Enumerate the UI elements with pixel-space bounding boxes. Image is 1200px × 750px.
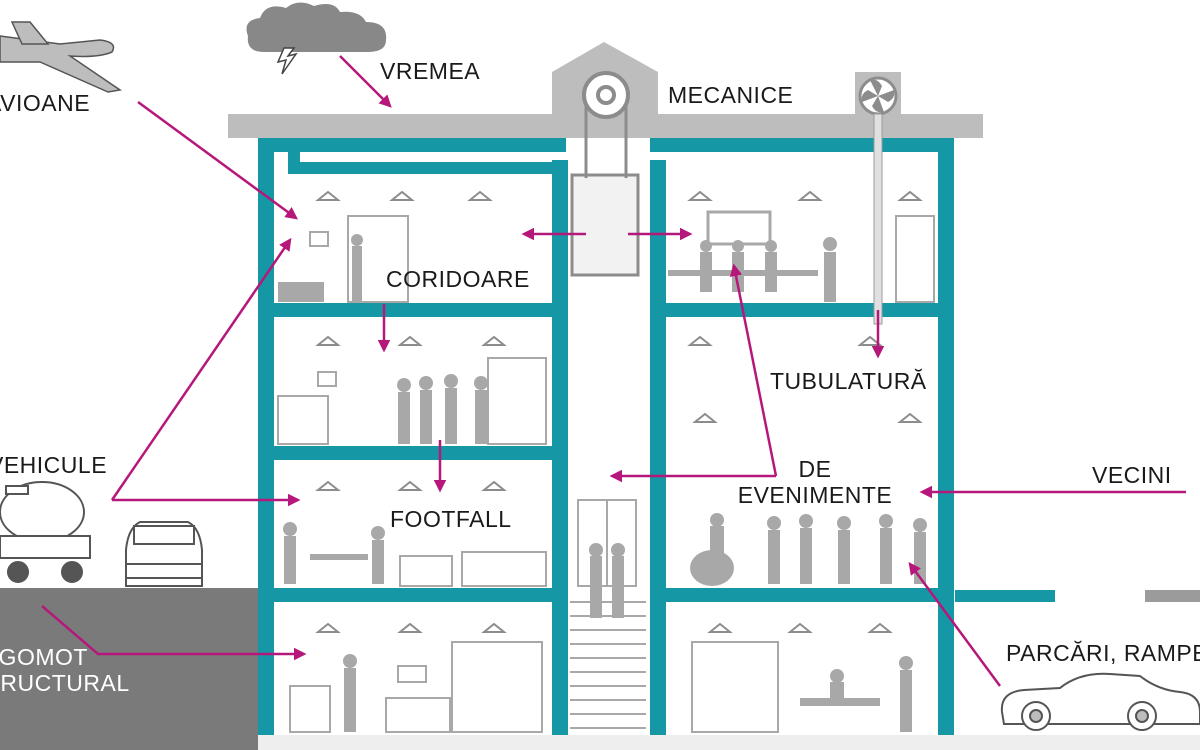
label-avioane: AVIOANE: [0, 90, 91, 116]
pickup-icon: [125, 521, 203, 587]
noise-path-arrows: [41, 55, 1186, 687]
arrow-de-events-up: [729, 263, 778, 477]
arrow-vremea: [339, 55, 392, 108]
arrow-parcari: [908, 561, 1002, 687]
street-slab: [955, 590, 1055, 602]
ceiling-lamps: [315, 190, 923, 633]
label-de-evenimente-line2: EVENIMENTE: [737, 482, 893, 509]
room-furniture: [277, 210, 935, 733]
label-vehicule: VEHICULE: [0, 452, 108, 478]
truck-icon: [0, 481, 91, 583]
label-mecanice: MECANICE: [668, 82, 794, 108]
arrow-zgomot: [41, 605, 307, 661]
label-zgomot-line2: STRUCTURAL: [0, 670, 130, 697]
label-vremea: VREMEA: [380, 58, 481, 84]
label-de-evenimente: DE EVENIMENTE: [732, 456, 898, 509]
storm-cloud-icon: [246, 2, 387, 75]
label-zgomot-structural: ZGOMOT STRUCTURAL: [0, 644, 160, 697]
label-footfall: FOOTFALL: [390, 506, 512, 532]
street-slab-right: [1145, 590, 1200, 602]
elevator-pulley-icon: [582, 71, 630, 119]
label-zgomot-line1: ZGOMOT: [0, 644, 88, 670]
arrow-vehicule-up: [110, 237, 292, 501]
central-stairs: [570, 499, 646, 729]
arrow-avioane: [137, 100, 299, 220]
airplane-icon: [0, 21, 122, 93]
elevator-shaft: [570, 173, 640, 277]
fan-icon: [858, 76, 898, 116]
label-vecini: VECINI: [1092, 462, 1172, 488]
building-structure: [258, 138, 954, 735]
label-coridoare: CORIDOARE: [386, 266, 530, 292]
label-de-evenimente-line1: DE: [798, 456, 832, 482]
label-tubulatura: TUBULATURĂ: [770, 368, 927, 394]
car-icon: [1000, 672, 1200, 731]
ground-block: [0, 588, 258, 750]
ground-line: [258, 735, 1200, 750]
label-parcari: PARCĂRI, RAMPE: [1006, 640, 1200, 666]
